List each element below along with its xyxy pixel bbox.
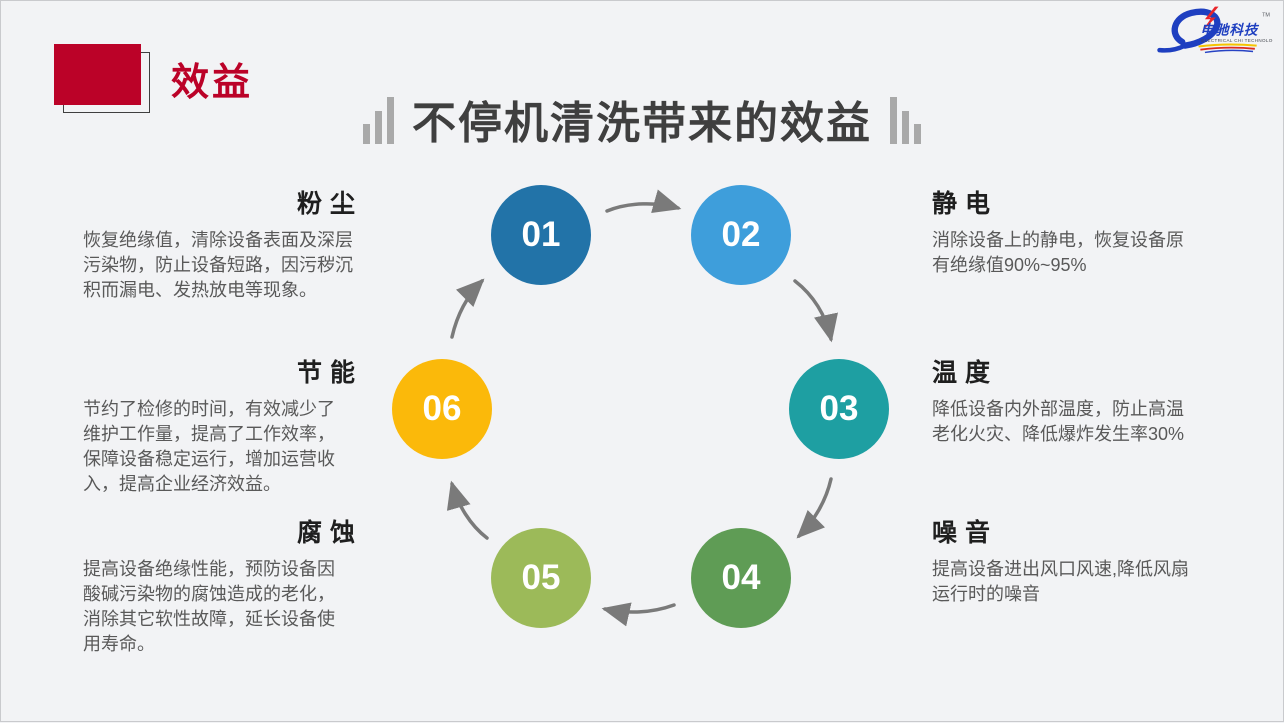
- cycle-step-06: 06: [392, 359, 492, 459]
- step-number: 03: [819, 389, 859, 428]
- arrow-04-05: [601, 602, 676, 627]
- benefit-block-energy: 节能 节约了检修的时间，有效减少了 维护工作量，提高了工作效率， 保障设备稳定运…: [83, 353, 355, 497]
- benefit-desc: 恢复绝缘值，清除设备表面及深层 污染物，防止设备短路，因污秽沉 积而漏电、发热放…: [83, 230, 353, 300]
- benefit-block-static: 静电 消除设备上的静电，恢复设备原 有绝缘值90%~95%: [932, 184, 1200, 278]
- benefit-desc: 节约了检修的时间，有效减少了 维护工作量，提高了工作效率， 保障设备稳定运行，增…: [83, 399, 335, 494]
- cycle-step-02: 02: [691, 185, 791, 285]
- arrow-05-06: [446, 480, 489, 540]
- logo-tagline: ELECTRICAL CHI TECHNOLOGY: [1201, 38, 1273, 43]
- benefit-block-dust: 粉尘 恢复绝缘值，清除设备表面及深层 污染物，防止设备短路，因污秽沉 积而漏电、…: [83, 184, 355, 303]
- step-number: 05: [521, 558, 561, 597]
- benefit-desc: 提高设备绝缘性能，预防设备因 酸碱污染物的腐蚀造成的老化， 消除其它软性故障，延…: [83, 559, 335, 654]
- benefit-desc: 消除设备上的静电，恢复设备原 有绝缘值90%~95%: [932, 230, 1184, 275]
- title-row: 不停机清洗带来的效益: [1, 73, 1283, 146]
- benefit-title: 粉尘: [296, 190, 363, 218]
- section-label: 效益: [171, 62, 254, 104]
- cycle-step-01: 01: [491, 185, 591, 285]
- logo-brand-text: 电驰科技: [1200, 23, 1260, 38]
- bar-chart-icon: [890, 97, 921, 145]
- logo-stripes: [1198, 43, 1257, 54]
- benefit-title: 温度: [932, 359, 999, 387]
- benefit-block-corrosion: 腐蚀 提高设备绝缘性能，预防设备因 酸碱污染物的腐蚀造成的老化， 消除其它软性故…: [83, 513, 355, 657]
- arrow-01-02: [605, 189, 682, 214]
- benefit-title: 噪音: [932, 519, 999, 547]
- benefit-desc: 提高设备进出风口风速,降低风扇 运行时的噪音: [932, 559, 1189, 604]
- bar-chart-icon: [363, 97, 394, 145]
- company-logo: 电驰科技 ELECTRICAL CHI TECHNOLOGY TM: [1157, 6, 1273, 54]
- benefit-title: 节能: [296, 359, 363, 387]
- logo-trademark: TM: [1262, 13, 1270, 19]
- step-number: 06: [422, 389, 462, 428]
- cycle-step-05: 05: [491, 528, 591, 628]
- section-marker-box: [54, 44, 141, 105]
- lightning-bolt-icon: [1202, 6, 1219, 32]
- benefit-title: 静电: [932, 190, 999, 218]
- cycle-step-03: 03: [789, 359, 889, 459]
- step-number: 01: [521, 215, 561, 254]
- arrow-02-03: [793, 279, 838, 343]
- benefit-desc: 降低设备内外部温度，防止高温 老化火灾、降低爆炸发生率30%: [932, 399, 1185, 444]
- arrow-06-01: [450, 278, 485, 339]
- arrow-03-04: [796, 477, 833, 539]
- benefit-block-temperature: 温度 降低设备内外部温度，防止高温 老化火灾、降低爆炸发生率30%: [932, 353, 1200, 447]
- step-number: 04: [721, 558, 761, 597]
- step-number: 02: [721, 215, 761, 254]
- page-title: 不停机清洗带来的效益: [412, 99, 872, 149]
- benefit-title: 腐蚀: [296, 519, 363, 547]
- cycle-step-04: 04: [691, 528, 791, 628]
- benefit-block-noise: 噪音 提高设备进出风口风速,降低风扇 运行时的噪音: [932, 513, 1200, 607]
